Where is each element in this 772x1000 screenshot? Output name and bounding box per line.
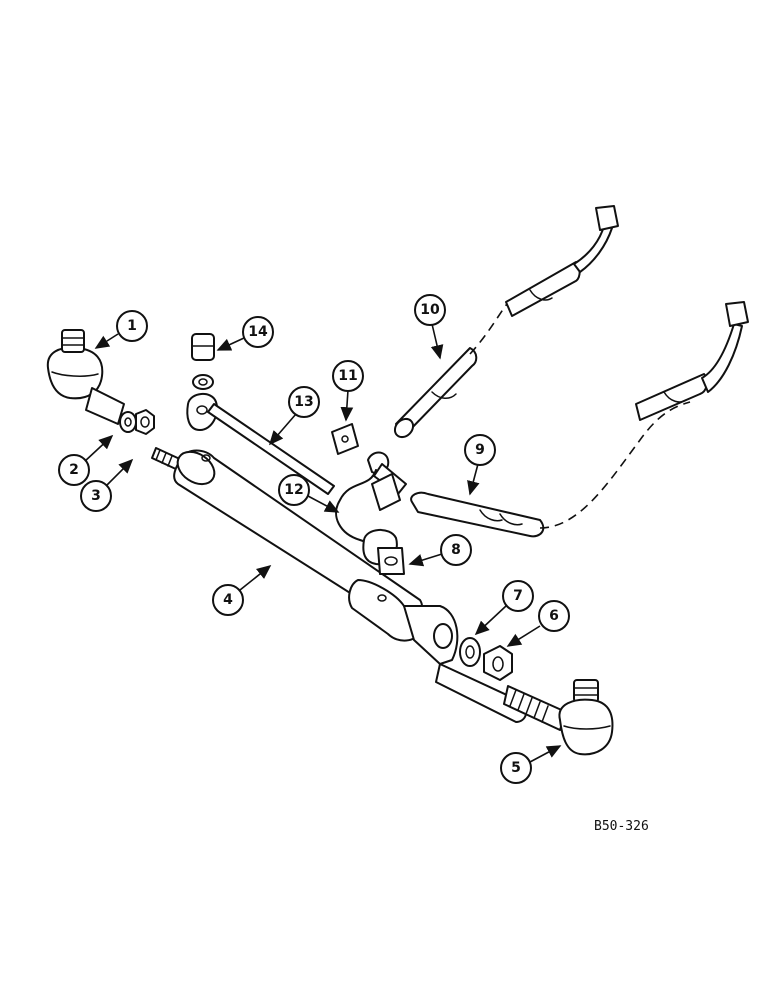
callout-9: 9: [464, 434, 496, 496]
svg-text:4: 4: [223, 592, 233, 608]
svg-text:8: 8: [451, 542, 461, 558]
lower-hose: [410, 301, 749, 538]
right-tie-rod-end: [558, 679, 614, 756]
svg-text:9: 9: [475, 442, 485, 458]
svg-text:13: 13: [294, 394, 313, 410]
callout-1: 1: [94, 310, 148, 349]
callout-11: 11: [332, 360, 364, 422]
callout-10: 10: [414, 294, 446, 360]
svg-text:7: 7: [513, 588, 523, 604]
callout-5: 5: [500, 745, 562, 784]
lock-washer: [119, 411, 137, 433]
callout-14: 14: [216, 316, 274, 351]
svg-text:6: 6: [549, 608, 559, 624]
right-jam-nut: [483, 645, 513, 681]
tube-fitting-assembly: [335, 451, 407, 566]
callout-3: 3: [80, 458, 134, 512]
banjo-bolt: [191, 333, 215, 390]
left-tie-rod-end: [46, 329, 125, 425]
svg-text:3: 3: [91, 488, 101, 504]
callout-7: 7: [474, 580, 534, 636]
callout-13: 13: [268, 386, 320, 446]
svg-text:14: 14: [248, 324, 268, 340]
figure-reference-code: B50-326: [594, 819, 649, 834]
steering-cylinder: [151, 447, 567, 731]
upper-hose: [393, 205, 619, 439]
svg-text:11: 11: [338, 368, 357, 384]
svg-text:12: 12: [284, 482, 303, 498]
callout-4: 4: [212, 565, 272, 616]
svg-text:5: 5: [511, 760, 521, 776]
svg-text:1: 1: [127, 318, 137, 334]
svg-text:10: 10: [420, 302, 440, 318]
right-washer: [459, 637, 481, 667]
callout-2: 2: [58, 434, 114, 486]
lubrication-tube: [186, 393, 335, 495]
swivel-fitting: [377, 547, 405, 575]
callout-8: 8: [408, 534, 472, 567]
clip: [331, 423, 359, 455]
callout-6: 6: [506, 600, 570, 647]
svg-text:2: 2: [69, 462, 79, 478]
callout-12: 12: [278, 474, 340, 513]
jam-nut: [135, 409, 155, 435]
